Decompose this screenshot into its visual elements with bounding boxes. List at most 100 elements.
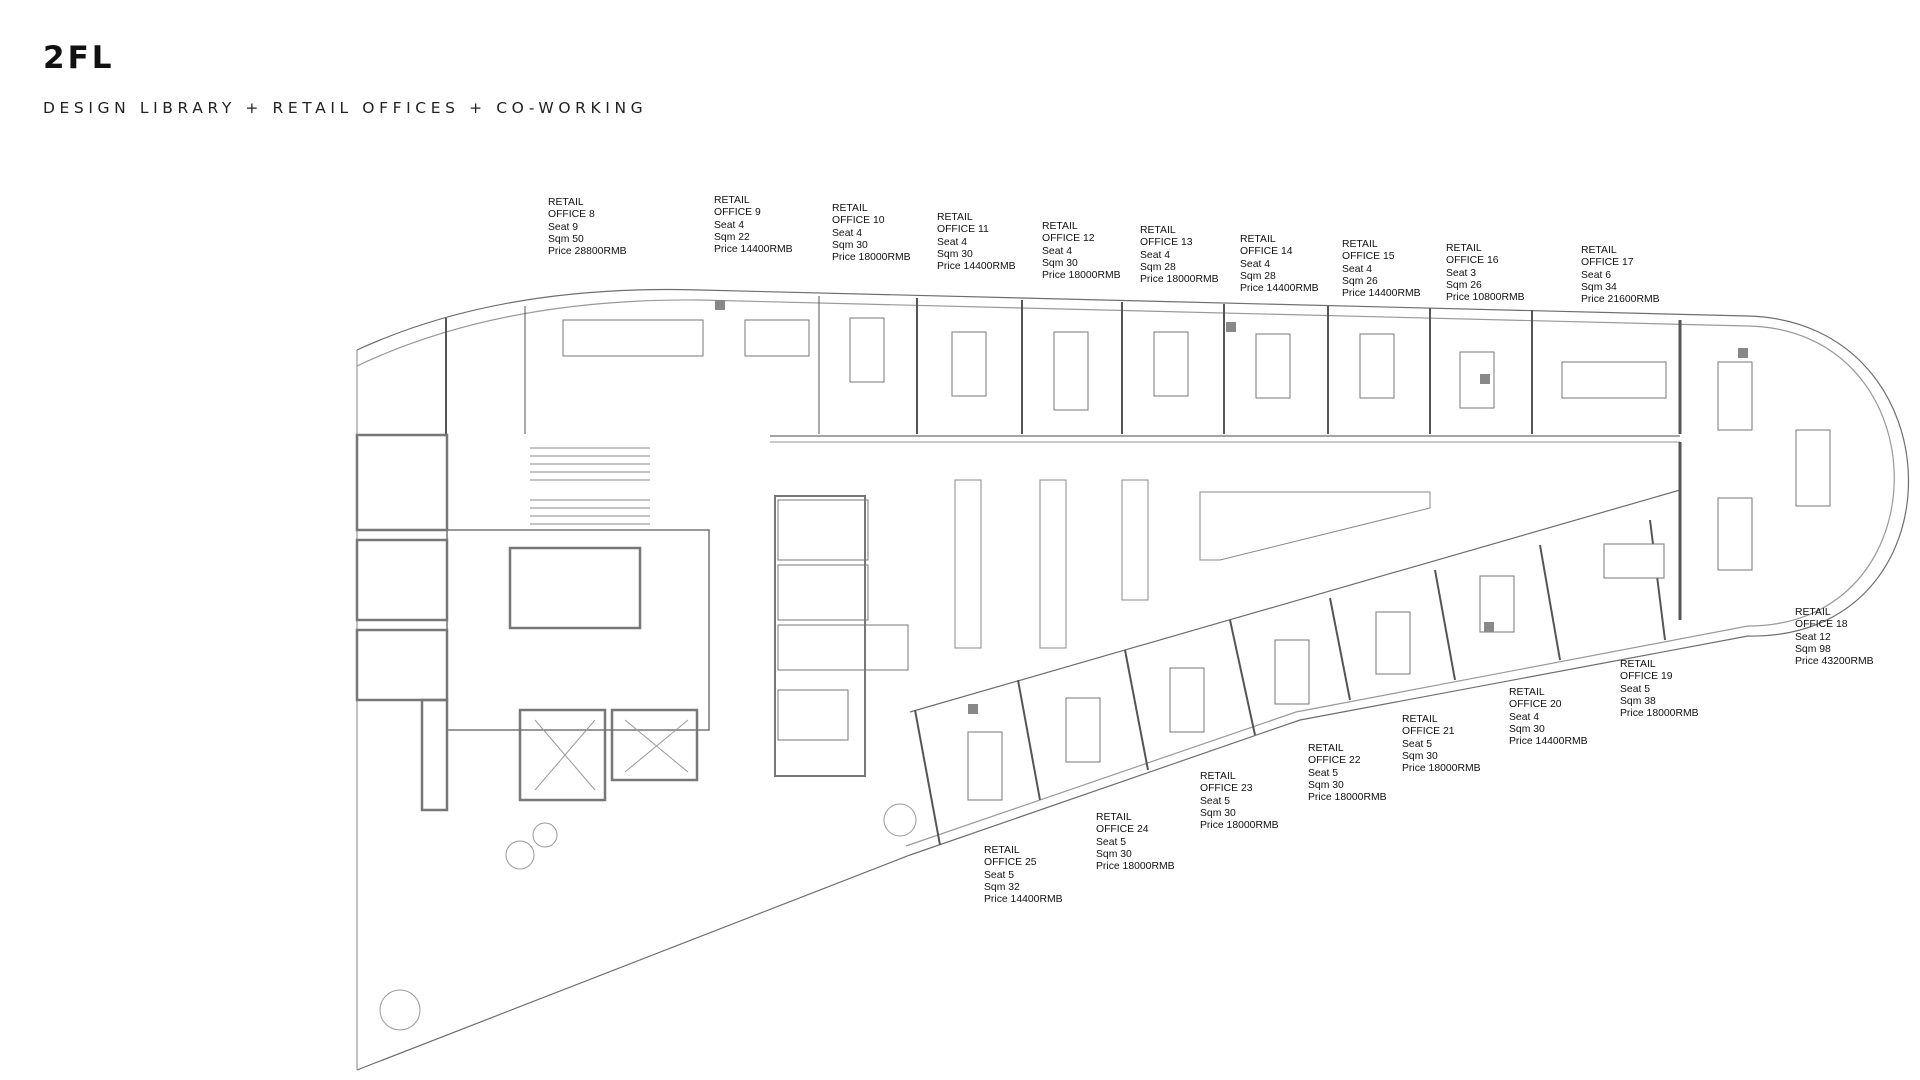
south-office-partitions	[914, 519, 1666, 846]
office-label-line: Seat 5	[1402, 738, 1433, 750]
office-label-line: Sqm 30	[1402, 750, 1438, 762]
office-label-line: Price 14400RMB	[1342, 288, 1421, 300]
office-label-line: Price 14400RMB	[984, 894, 1063, 906]
south-desks	[967, 543, 1665, 801]
office-label-line: RETAIL	[1620, 659, 1656, 670]
office-label-line: RETAIL	[1308, 743, 1344, 754]
north-facade-inner	[356, 299, 1895, 627]
page-subtitle: DESIGN LIBRARY + RETAIL OFFICES + CO-WOR…	[43, 99, 648, 117]
office-label-line: Price 14400RMB	[714, 244, 793, 256]
office-label-line: RETAIL	[1402, 714, 1438, 725]
office-label-line: Sqm 28	[1140, 261, 1176, 273]
office-label-23: RETAIL OFFICE 23 Seat 5 Sqm 30 Price 180…	[1200, 771, 1279, 832]
office-label-line: Price 14400RMB	[1240, 283, 1319, 295]
office-label-line: RETAIL	[1342, 239, 1378, 250]
office-label-line: OFFICE 9	[714, 207, 761, 219]
office-label-line: Price 21600RMB	[1581, 294, 1660, 306]
office-label-line: Price 18000RMB	[1308, 792, 1387, 804]
office-label-line: Sqm 34	[1581, 281, 1617, 293]
elevator-shafts	[534, 719, 689, 791]
office-label-line: OFFICE 8	[548, 209, 595, 221]
office-label-line: Sqm 26	[1342, 275, 1378, 287]
office-label-line: Seat 5	[984, 869, 1015, 881]
building-core	[355, 433, 909, 812]
office-label-line: OFFICE 23	[1200, 783, 1253, 795]
office-label-line: Price 14400RMB	[937, 261, 1016, 273]
office-label-line: Sqm 30	[1308, 779, 1344, 791]
office-label-line: RETAIL	[1509, 687, 1545, 698]
office-label-line: Price 18000RMB	[1620, 708, 1699, 720]
office-label-line: Price 18000RMB	[832, 252, 911, 264]
office-label-line: Seat 4	[1140, 249, 1171, 261]
office-label-line: Sqm 22	[714, 231, 750, 243]
office-label-line: RETAIL	[984, 845, 1020, 856]
office-label-line: Price 18000RMB	[1402, 763, 1481, 775]
office-label-line: Sqm 30	[832, 239, 868, 251]
columns	[715, 300, 1748, 714]
stair-treads	[530, 447, 650, 525]
office-label-line: OFFICE 14	[1240, 246, 1293, 258]
office-label-line: Price 10800RMB	[1446, 292, 1525, 304]
office-label-line: RETAIL	[1581, 245, 1617, 256]
office-label-line: RETAIL	[714, 195, 750, 206]
office-label-16: RETAIL OFFICE 16 Seat 3 Sqm 26 Price 108…	[1446, 243, 1525, 304]
office-label-line: Seat 4	[1342, 263, 1373, 275]
office-label-line: OFFICE 12	[1042, 233, 1095, 245]
office-label-line: Price 43200RMB	[1795, 656, 1874, 668]
office-label-line: Seat 3	[1446, 267, 1477, 279]
office-label-line: OFFICE 10	[832, 215, 885, 227]
office-label-line: Seat 5	[1096, 836, 1127, 848]
building-outline	[356, 288, 1910, 1071]
office-label-line: Seat 4	[1240, 258, 1271, 270]
office-label-17: RETAIL OFFICE 17 Seat 6 Sqm 34 Price 216…	[1581, 245, 1660, 306]
office-label-line: RETAIL	[937, 212, 973, 223]
office-label-line: RETAIL	[1042, 221, 1078, 232]
office-label-line: Seat 6	[1581, 269, 1612, 281]
office-label-line: OFFICE 21	[1402, 726, 1455, 738]
office-label-20: RETAIL OFFICE 20 Seat 4 Sqm 30 Price 144…	[1509, 687, 1588, 748]
office-label-line: Sqm 50	[548, 233, 584, 245]
office-label-line: Price 18000RMB	[1140, 274, 1219, 286]
office-label-8: RETAIL OFFICE 8 Seat 9 Sqm 50 Price 2880…	[548, 197, 627, 258]
office-label-line: RETAIL	[1140, 225, 1176, 236]
office-label-18: RETAIL OFFICE 18 Seat 12 Sqm 98 Price 43…	[1795, 607, 1874, 668]
office-label-line: Seat 5	[1200, 795, 1231, 807]
office-label-line: Seat 5	[1308, 767, 1339, 779]
office-label-19: RETAIL OFFICE 19 Seat 5 Sqm 38 Price 180…	[1620, 659, 1699, 720]
office-label-line: Sqm 30	[1200, 807, 1236, 819]
office-label-22: RETAIL OFFICE 22 Seat 5 Sqm 30 Price 180…	[1308, 743, 1387, 804]
office-label-line: OFFICE 19	[1620, 671, 1673, 683]
office-label-21: RETAIL OFFICE 21 Seat 5 Sqm 30 Price 180…	[1402, 714, 1481, 775]
office-label-line: Seat 9	[548, 221, 579, 233]
office-label-line: Seat 4	[1509, 711, 1540, 723]
office-label-25: RETAIL OFFICE 25 Seat 5 Sqm 32 Price 144…	[984, 845, 1063, 906]
office-label-line: Sqm 38	[1620, 695, 1656, 707]
office-label-line: Sqm 28	[1240, 270, 1276, 282]
office-label-9: RETAIL OFFICE 9 Seat 4 Sqm 22 Price 1440…	[714, 195, 793, 256]
office-label-15: RETAIL OFFICE 15 Seat 4 Sqm 26 Price 144…	[1342, 239, 1421, 300]
office-label-24: RETAIL OFFICE 24 Seat 5 Sqm 30 Price 180…	[1096, 812, 1175, 873]
office-label-line: Sqm 98	[1795, 643, 1831, 655]
office-label-line: RETAIL	[832, 203, 868, 214]
office-label-line: Seat 12	[1795, 631, 1831, 643]
office-label-line: Seat 4	[937, 236, 968, 248]
north-office-partitions	[445, 296, 1682, 620]
office-label-line: OFFICE 13	[1140, 237, 1193, 249]
office-label-line: RETAIL	[1200, 771, 1236, 782]
office-label-line: OFFICE 15	[1342, 251, 1395, 263]
office-label-line: Seat 4	[714, 219, 745, 231]
office-label-line: Seat 5	[1620, 683, 1651, 695]
north-desks	[562, 317, 1831, 571]
office-label-line: Seat 4	[832, 227, 863, 239]
office-label-line: RETAIL	[1240, 234, 1276, 245]
office-label-line: Sqm 30	[1042, 257, 1078, 269]
office-label-line: Price 28800RMB	[548, 246, 627, 258]
office-label-line: OFFICE 17	[1581, 257, 1634, 269]
office-label-13: RETAIL OFFICE 13 Seat 4 Sqm 28 Price 180…	[1140, 225, 1219, 286]
office-label-line: RETAIL	[548, 197, 584, 208]
office-label-line: Price 18000RMB	[1042, 270, 1121, 282]
office-label-line: Seat 4	[1042, 245, 1073, 257]
office-label-line: Sqm 30	[1509, 723, 1545, 735]
office-label-line: Price 18000RMB	[1096, 861, 1175, 873]
